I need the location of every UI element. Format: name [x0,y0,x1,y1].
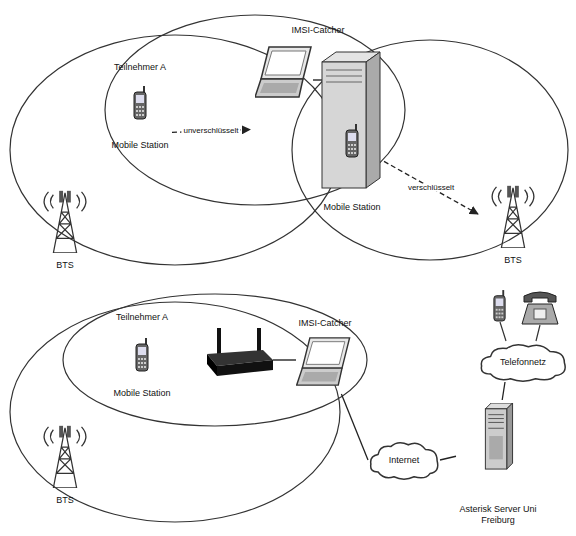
node-label: Mobile Station [322,202,381,212]
router [207,328,273,376]
node-label: Teilnehmer A [113,62,167,72]
node-label: BTS [503,255,523,265]
telefonnetz-cloud: Telefonnetz [478,342,568,382]
edge-label: unverschlüsselt [181,127,240,136]
node-label: Mobile Station [112,388,171,398]
bts-tower [492,186,534,248]
connector [502,382,505,400]
internet-cloud: Internet [368,440,440,480]
node-label: IMSI-Catcher [297,318,352,328]
connector [440,456,456,460]
mobile-phone [134,86,146,119]
imsi-catcher-node: IMSI-CatcherMobile Station [250,25,386,215]
mobile-station-node: Mobile Station [320,120,384,212]
bts-tower [44,191,86,253]
mobile-phone [494,290,505,321]
node-label: Teilnehmer A [115,312,169,322]
node-label: BTS [55,260,75,270]
imsi-catcher-node: IMSI-Catcher [284,318,366,394]
bts-node: BTS [478,180,548,265]
bts-node: BTS [30,185,100,270]
cell-ellipses [10,15,568,522]
mobile-phone [136,338,148,371]
node-label: Internet [388,455,421,465]
mobile-station-node: Teilnehmer A Mobile Station [108,62,172,150]
server-box [322,52,380,188]
edge-label: verschlüsselt [406,183,456,192]
cable [313,79,322,81]
node-label: Mobile Station [110,140,169,150]
server-tower [485,403,512,469]
mobile-station-node: Teilnehmer A Mobile Station [110,312,174,398]
laptop [297,338,350,385]
cable [500,322,540,341]
connector [384,161,478,214]
node-label: BTS [55,495,75,505]
server-node: Asterisk Server Uni Freiburg [456,400,540,525]
connector [341,394,368,460]
laptop [255,47,311,97]
node-label: Telefonnetz [499,357,547,367]
bts-tower [44,426,86,488]
bts-node: BTS [30,420,100,505]
desk-phone [522,292,558,324]
node-label: IMSI-Catcher [290,25,345,35]
cable [273,359,296,361]
mobile-phone [346,124,358,157]
node-label: Asterisk Server Uni Freiburg [456,504,540,525]
